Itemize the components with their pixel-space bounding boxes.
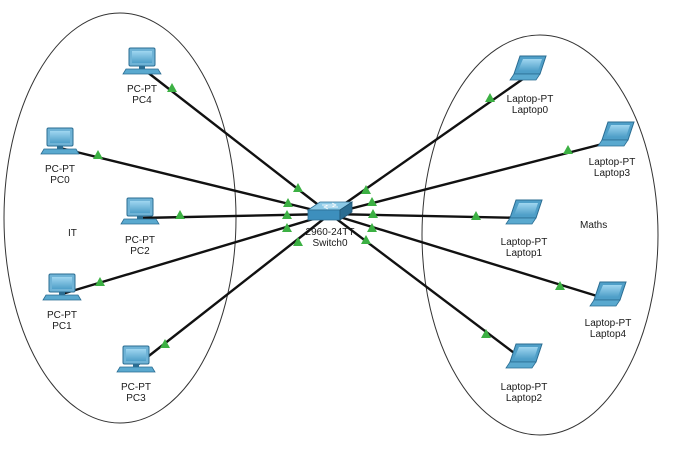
laptop3-model-label: Laptop-PT <box>589 157 636 168</box>
pc3-model-label: PC-PT <box>121 382 151 393</box>
desktop-pc-icon <box>122 47 162 75</box>
device-pc4[interactable] <box>122 47 162 75</box>
switch0[interactable] <box>306 201 354 221</box>
link-pc2-switch0[interactable] <box>139 212 331 220</box>
device-laptop4[interactable] <box>589 281 627 307</box>
pc1-name-label: PC1 <box>52 321 72 332</box>
link-status-laptop0-switch-end <box>361 185 371 194</box>
desktop-pc-icon <box>40 127 80 155</box>
link-status-laptop2-switch-end <box>361 235 371 244</box>
laptop0-name-label: Laptop0 <box>512 105 549 116</box>
zone-maths-label: Maths <box>580 220 607 231</box>
device-laptop2[interactable] <box>505 343 543 369</box>
link-status-laptop3-switch-end <box>367 197 377 206</box>
link-status-pc1-switch-end <box>282 223 292 232</box>
link-status-pc4-end <box>167 83 177 92</box>
pc4-name-label: PC4 <box>132 95 152 106</box>
device-pc0[interactable] <box>40 127 80 155</box>
pc4-model-label: PC-PT <box>127 84 157 95</box>
switch-model-label: 2960-24TT <box>306 227 355 238</box>
laptop-icon <box>505 199 543 225</box>
link-layer <box>59 67 619 367</box>
switch-name-label: Switch0 <box>312 238 347 249</box>
link-status-laptop1-switch-end <box>368 209 378 218</box>
device-pc2[interactable] <box>120 197 160 225</box>
laptop1-name-label: Laptop1 <box>506 248 543 259</box>
link-laptop4-switch0[interactable] <box>329 212 611 302</box>
link-status-pc2-end <box>175 210 185 219</box>
link-status-laptop3-end <box>563 145 573 154</box>
link-status-laptop2-end <box>481 329 491 338</box>
pc0-model-label: PC-PT <box>45 164 75 175</box>
link-laptop1-switch0[interactable] <box>329 212 527 220</box>
link-status-laptop1-end <box>471 211 481 220</box>
laptop2-name-label: Laptop2 <box>506 393 543 404</box>
link-laptop0-switch0[interactable] <box>329 73 531 215</box>
laptop4-name-label: Laptop4 <box>590 329 627 340</box>
laptop-icon <box>597 121 635 147</box>
link-pc0-switch0[interactable] <box>59 146 331 216</box>
device-laptop0[interactable] <box>509 55 547 81</box>
link-status-pc0-switch-end <box>283 198 293 207</box>
desktop-pc-icon <box>42 273 82 301</box>
link-status-laptop0-end <box>485 93 495 102</box>
laptop2-model-label: Laptop-PT <box>501 382 548 393</box>
device-pc1[interactable] <box>42 273 82 301</box>
laptop-icon <box>505 343 543 369</box>
link-status-pc1-end <box>95 277 105 286</box>
link-status-laptop4-switch-end <box>367 223 377 232</box>
laptop0-model-label: Laptop-PT <box>507 94 554 105</box>
device-laptop1[interactable] <box>505 199 543 225</box>
desktop-pc-icon <box>120 197 160 225</box>
link-status-pc4-switch-end <box>293 183 303 192</box>
pc0-name-label: PC0 <box>50 175 70 186</box>
switch-icon <box>306 201 354 221</box>
link-status-pc3-end <box>160 339 170 348</box>
pc3-name-label: PC3 <box>126 393 146 404</box>
pc2-name-label: PC2 <box>130 246 150 257</box>
link-status-pc0-end <box>93 150 103 159</box>
link-status-laptop4-end <box>555 281 565 290</box>
link-laptop2-switch0[interactable] <box>329 213 527 363</box>
pc2-model-label: PC-PT <box>125 235 155 246</box>
zone-it-label: IT <box>68 228 77 239</box>
laptop3-name-label: Laptop3 <box>594 168 631 179</box>
link-status-pc3-switch-end <box>293 237 303 246</box>
desktop-pc-icon <box>116 345 156 373</box>
pc1-model-label: PC-PT <box>47 310 77 321</box>
zone-maths-boundary <box>421 34 659 436</box>
laptop4-model-label: Laptop-PT <box>585 318 632 329</box>
laptop1-model-label: Laptop-PT <box>501 237 548 248</box>
zone-it-boundary <box>3 12 237 424</box>
device-layer: PC-PTPC4PC-PTPC0PC-PTPC2PC-PTPC1PC-PTPC3… <box>40 47 636 404</box>
link-status-pc2-switch-end <box>282 210 292 219</box>
device-pc3[interactable] <box>116 345 156 373</box>
laptop-icon <box>509 55 547 81</box>
laptop-icon <box>589 281 627 307</box>
device-laptop3[interactable] <box>597 121 635 147</box>
